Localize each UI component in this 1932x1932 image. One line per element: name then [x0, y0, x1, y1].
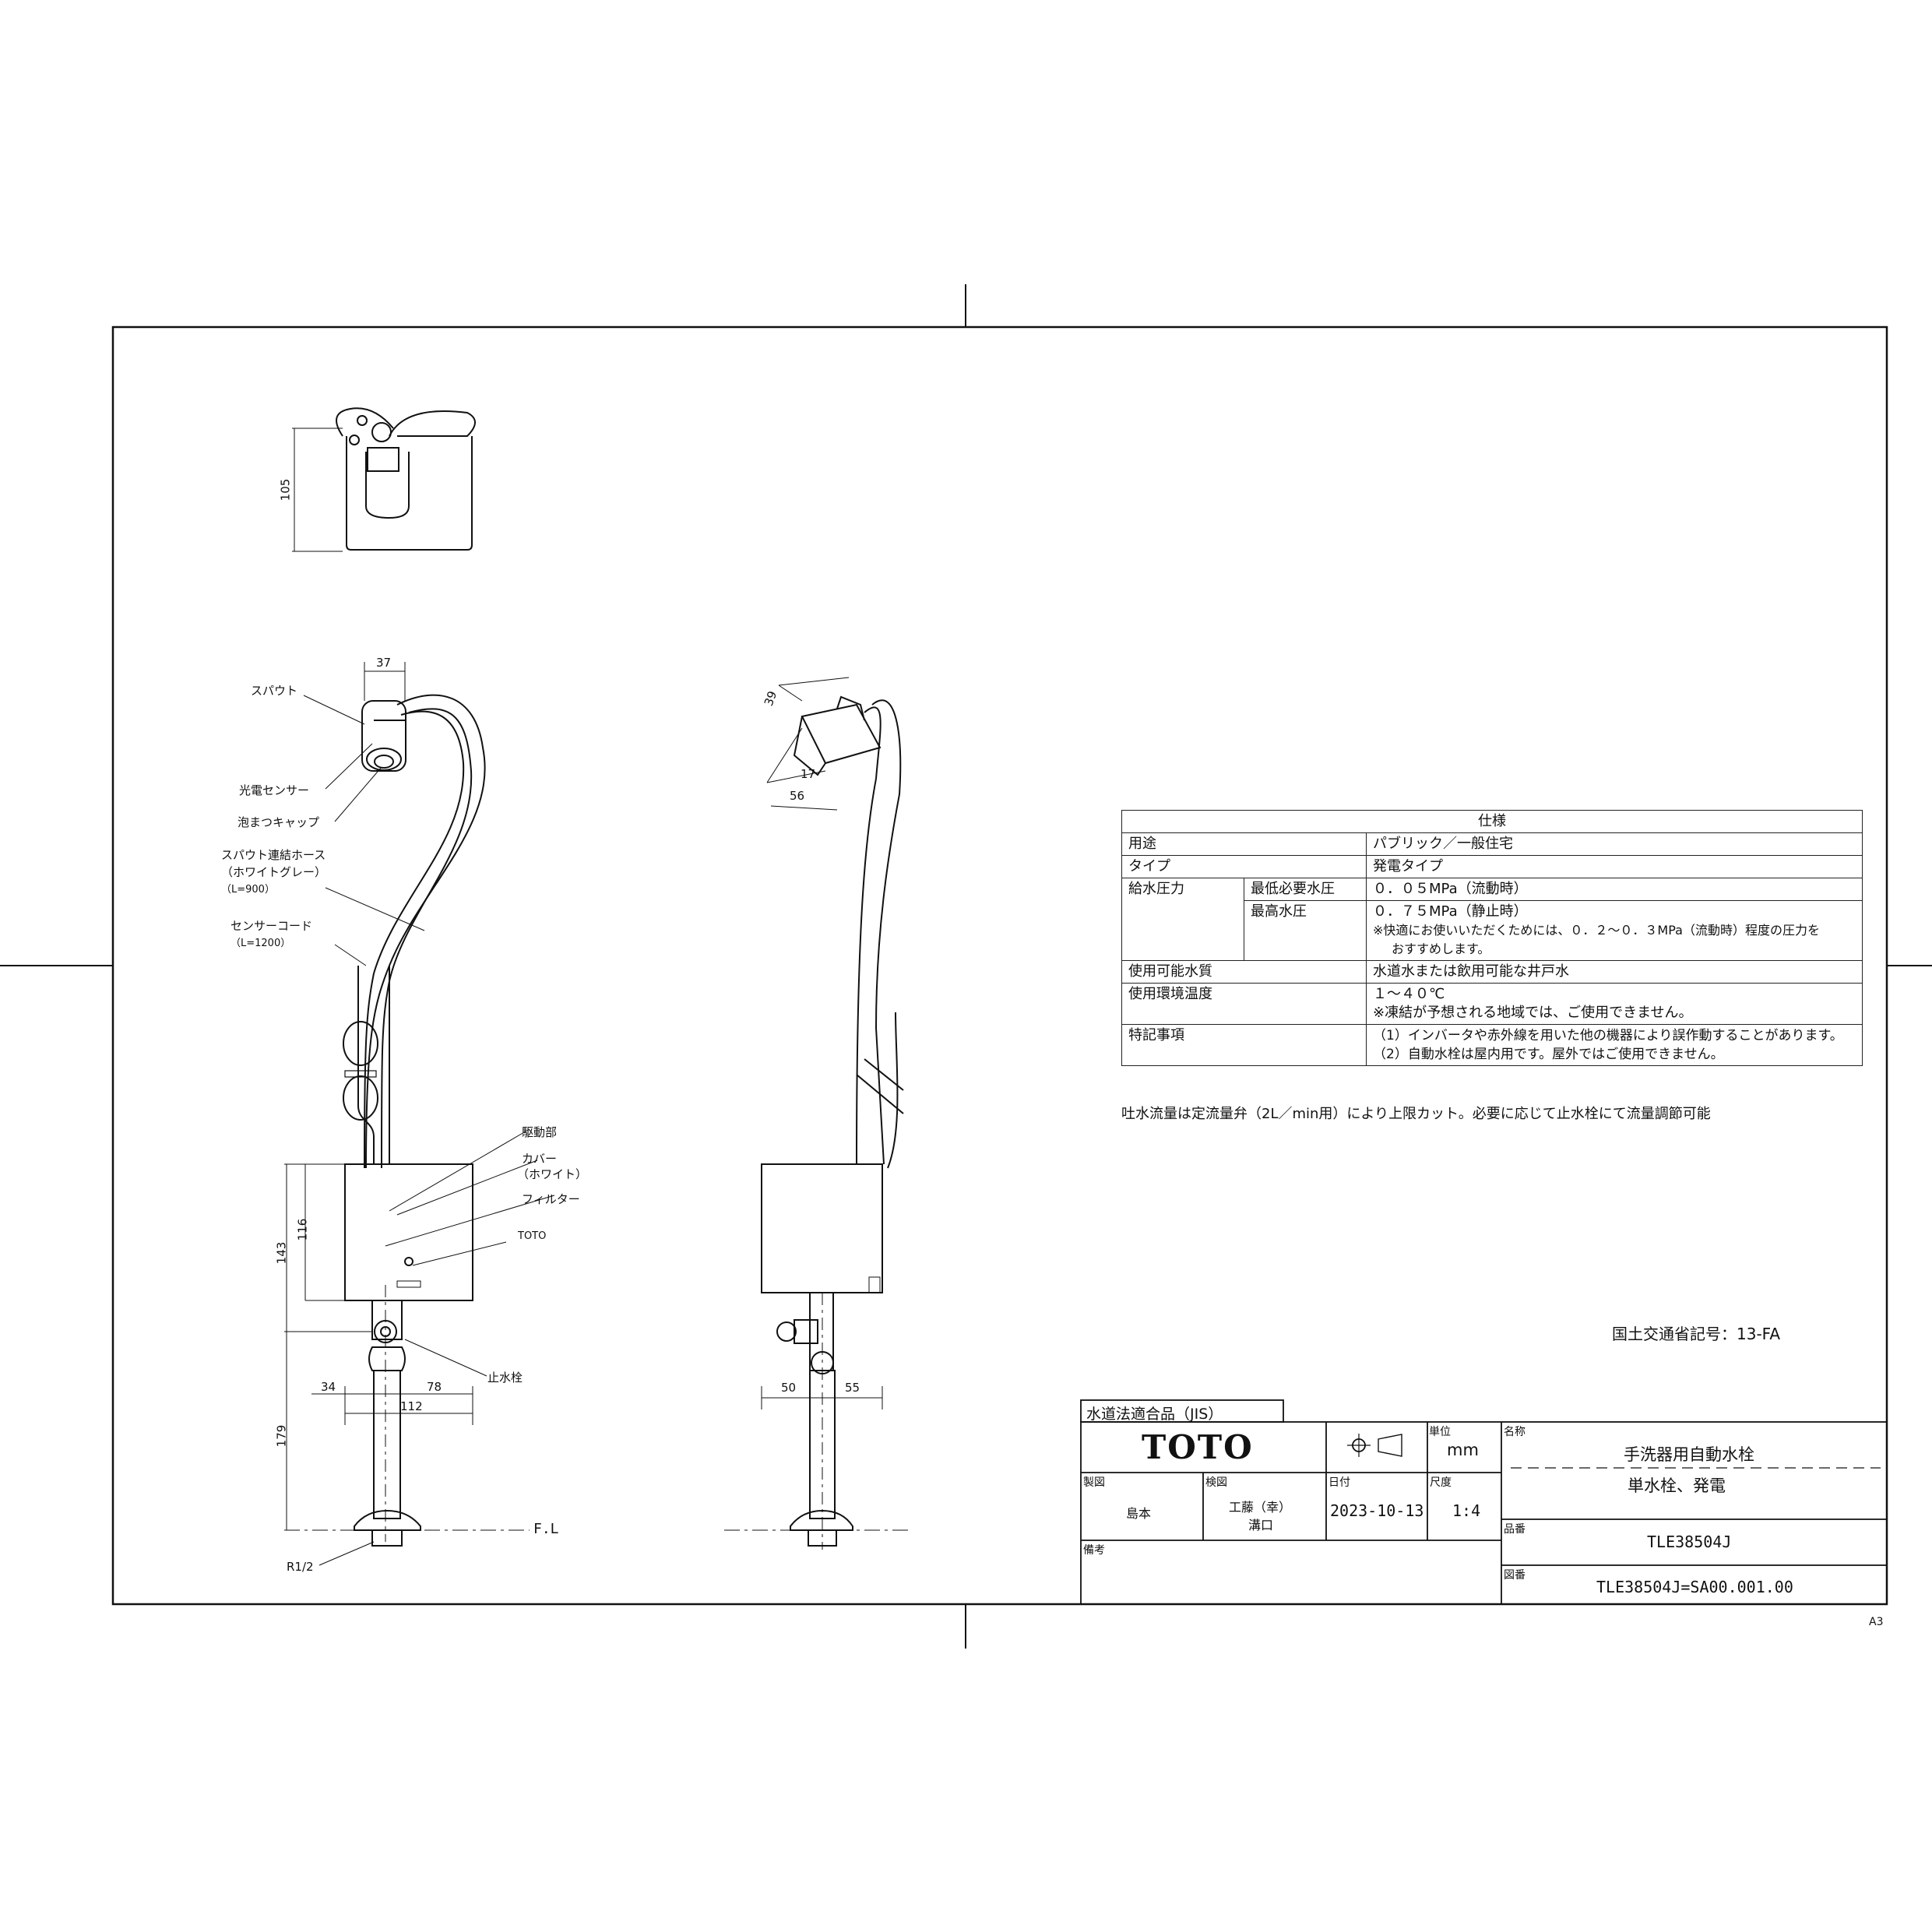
spec-temp-note: ※凍結が予想される地域では、ご使用できません。	[1373, 1005, 1693, 1021]
spec-special-2: （2）自動水栓は屋内用です。屋外ではご使用できません。	[1373, 1047, 1724, 1062]
label-floor-line: F.L	[533, 1521, 559, 1537]
scale-value: 1:4	[1452, 1501, 1481, 1520]
drawing-value: TLE38504J=SA00.001.00	[1596, 1578, 1793, 1596]
front-view	[284, 662, 555, 1566]
dim-17: 17	[801, 767, 816, 781]
label-hose-2: （ホワイトグレー）	[221, 865, 327, 879]
scale-label: 尺度	[1430, 1476, 1452, 1489]
spec-max-note-1: ※快適にお使いいただくためには、０．２～０．３MPa（流動時）程度の圧力を	[1373, 923, 1820, 938]
checked-label: 検図	[1205, 1476, 1227, 1489]
date-label: 日付	[1328, 1476, 1350, 1489]
spec-temp-label: 使用環境温度	[1121, 983, 1367, 1025]
label-cord-2: （L=1200）	[231, 938, 291, 949]
spec-quality-value: 水道水または飲用可能な井戸水	[1366, 960, 1863, 984]
top-view	[292, 407, 476, 552]
spec-min-label: 最低必要水圧	[1244, 878, 1367, 901]
label-stop-valve: 止水栓	[487, 1371, 523, 1385]
jis-label: 水道法適合品（JIS）	[1086, 1406, 1223, 1423]
unit-value: mm	[1447, 1441, 1479, 1459]
dim-34: 34	[321, 1380, 336, 1394]
dim-56: 56	[790, 789, 805, 803]
drawn-value: 島本	[1126, 1506, 1152, 1521]
spec-max-value: ０．７５MPa（静止時）	[1373, 903, 1528, 920]
sheet-size: A3	[1869, 1616, 1884, 1628]
drawing-label: 図番	[1504, 1569, 1526, 1582]
part-label: 品番	[1504, 1523, 1526, 1536]
label-drive: 駆動部	[522, 1125, 558, 1139]
dim-37: 37	[376, 656, 392, 670]
spec-max-note-2: おすすめします。	[1392, 941, 1490, 956]
name-line-1: 手洗器用自動水栓	[1624, 1445, 1754, 1464]
name-line-2: 単水栓、発電	[1628, 1476, 1726, 1495]
spec-use-value: パブリック／一般住宅	[1366, 832, 1863, 856]
spec-type-label: タイプ	[1121, 855, 1367, 878]
checked-value-1: 工藤（幸）	[1229, 1500, 1292, 1515]
dim-143: 143	[274, 1241, 289, 1265]
side-view	[724, 677, 911, 1550]
label-cover-2: （ホワイト）	[517, 1167, 588, 1181]
flow-note: 吐水流量は定流量弁（2L／min用）により上限カット。必要に応じて止水栓にて流量…	[1121, 1106, 1711, 1122]
spec-max-label: 最高水圧	[1244, 900, 1367, 961]
label-hose-1: スパウト連結ホース	[221, 848, 326, 862]
spec-pressure-label: 給水圧力	[1121, 878, 1244, 961]
label-thread: R1/2	[287, 1560, 314, 1574]
dim-179: 179	[274, 1424, 289, 1448]
label-spout: スパウト	[251, 684, 298, 698]
spec-special-label: 特記事項	[1121, 1024, 1367, 1066]
title-block-grid	[1080, 1399, 1888, 1605]
toto-logo: TOTO	[1142, 1428, 1254, 1466]
label-cord-1: センサーコード	[231, 919, 313, 933]
dim-50: 50	[781, 1381, 797, 1395]
spec-table: 仕様 用途パブリック／一般住宅 タイプ発電タイプ 給水圧力 最低必要水圧 ０．０…	[1121, 810, 1863, 1066]
spec-type-value: 発電タイプ	[1366, 855, 1863, 878]
name-label: 名称	[1504, 1426, 1526, 1438]
label-sensor: 光電センサー	[239, 783, 310, 797]
spec-title: 仕様	[1121, 810, 1863, 833]
spec-temp-value: １～４０℃	[1373, 986, 1445, 1002]
checked-value-2: 溝口	[1248, 1518, 1274, 1533]
remarks-label: 備考	[1083, 1544, 1105, 1557]
dim-top-105: 105	[278, 478, 293, 501]
spec-special-1: （1）インバータや赤外線を用いた他の機器により誤作動することがあります。	[1373, 1028, 1843, 1043]
label-filter: フィルター	[522, 1192, 580, 1206]
unit-label: 単位	[1429, 1426, 1451, 1438]
label-cover-1: カバー	[522, 1152, 558, 1166]
spec-quality-label: 使用可能水質	[1121, 960, 1367, 984]
part-value: TLE38504J	[1647, 1533, 1732, 1551]
drawn-label: 製図	[1083, 1476, 1105, 1489]
dim-116: 116	[295, 1218, 310, 1241]
dim-78: 78	[427, 1380, 442, 1394]
label-hose-3: （L=900）	[221, 884, 275, 896]
label-aerator: 泡まつキャップ	[238, 815, 320, 829]
dim-55: 55	[845, 1381, 860, 1395]
date-value: 2023-10-13	[1330, 1501, 1424, 1520]
spec-use-label: 用途	[1121, 832, 1367, 856]
label-toto-mark: TOTO	[518, 1230, 547, 1242]
spec-min-value: ０．０５MPa（流動時）	[1366, 878, 1863, 901]
dim-112: 112	[400, 1399, 423, 1413]
mlit-code: 国土交通省記号：13-FA	[1612, 1325, 1781, 1343]
